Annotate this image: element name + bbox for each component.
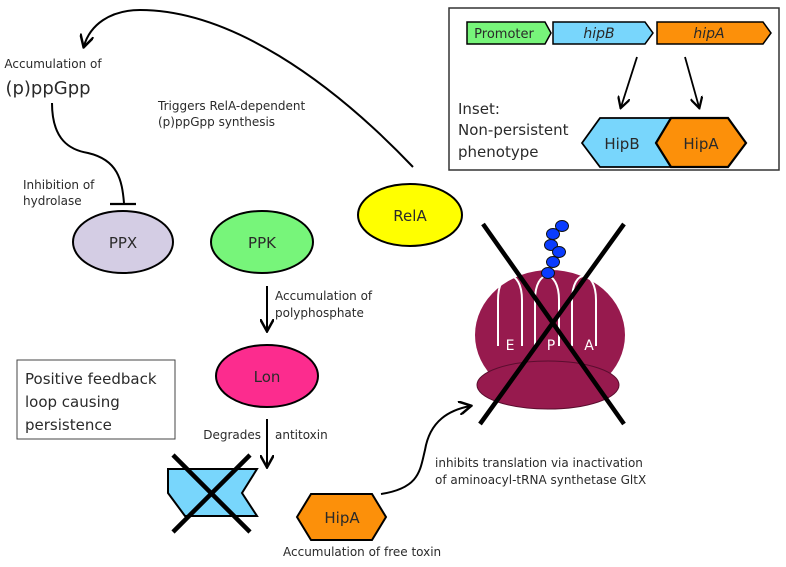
feedback-box: Positive feedback loop causing persisten…	[16, 359, 176, 440]
feedback-line2: loop causing	[25, 393, 120, 411]
antitoxin-label: antitoxin	[275, 428, 328, 442]
triggers-label-line1: Triggers RelA-dependent	[157, 99, 305, 113]
hipa-free-node: HipA	[295, 493, 388, 541]
rela-label: RelA	[393, 207, 427, 225]
complex-hipb-label: HipB	[604, 135, 639, 153]
polyp-label-line1: Accumulation of	[275, 289, 373, 303]
free-toxin-label: Accumulation of free toxin	[283, 545, 441, 559]
inset-title-line3: phenotype	[458, 143, 538, 161]
inset-title-line1: Inset:	[458, 100, 500, 118]
feedback-line3: persistence	[25, 416, 112, 434]
hipb-gene	[552, 21, 654, 45]
lon-node: Lon	[215, 344, 319, 408]
cross-line	[171, 453, 252, 534]
degraded-hipb	[167, 453, 259, 534]
ppx-node: PPX	[72, 210, 174, 274]
inset-title-line2: Non-persistent	[458, 121, 569, 139]
hipa-expression-arrow	[684, 56, 699, 107]
hipb-gene-label: hipB	[583, 26, 614, 42]
feedback-arc-arrow	[84, 8, 414, 168]
inset-box: Promoter hipB hipA Inset: Non-persistent…	[448, 7, 780, 171]
lon-label: Lon	[254, 368, 281, 386]
ppk-node: PPK	[210, 210, 314, 274]
inhibits-label-line2: of aminoacyl-tRNA synthetase GltX	[435, 473, 646, 487]
ribosome: E P A	[475, 220, 626, 426]
hipa-to-ribosome-arrow	[380, 406, 470, 495]
complex-hipa-label: HipA	[683, 135, 719, 153]
hipa-gene	[656, 21, 772, 45]
hipa-gene-label: hipA	[693, 26, 724, 42]
polyp-label-line2: polyphosphate	[275, 306, 364, 320]
ppk-label: PPK	[248, 234, 277, 252]
hipa-free-label: HipA	[324, 509, 360, 527]
ppx-label: PPX	[109, 234, 137, 252]
rela-node: RelA	[357, 183, 463, 247]
site-e-label: E	[506, 338, 515, 354]
triggers-label-line2: (p)ppGpp synthesis	[158, 115, 275, 129]
site-p-label: P	[547, 338, 555, 354]
degrades-label: Degrades	[203, 428, 261, 442]
peptide-chain	[541, 220, 569, 279]
promoter-gene	[466, 21, 552, 45]
promoter-label: Promoter	[474, 27, 534, 42]
hipb-expression-arrow	[621, 56, 638, 107]
inhibition-label-line2: hydrolase	[23, 194, 82, 208]
inhibits-label-line1: inhibits translation via inactivation	[435, 456, 643, 470]
ppgpp-label: (p)ppGpp	[5, 78, 90, 99]
complex-hipa	[654, 116, 748, 169]
feedback-line1: Positive feedback	[25, 370, 157, 388]
inhibition-label-line1: Inhibition of	[23, 178, 95, 192]
site-a-label: A	[584, 338, 594, 354]
cross-line	[478, 222, 626, 426]
inhibition-connector	[51, 102, 125, 204]
accumulation-label: Accumulation of	[4, 57, 102, 71]
